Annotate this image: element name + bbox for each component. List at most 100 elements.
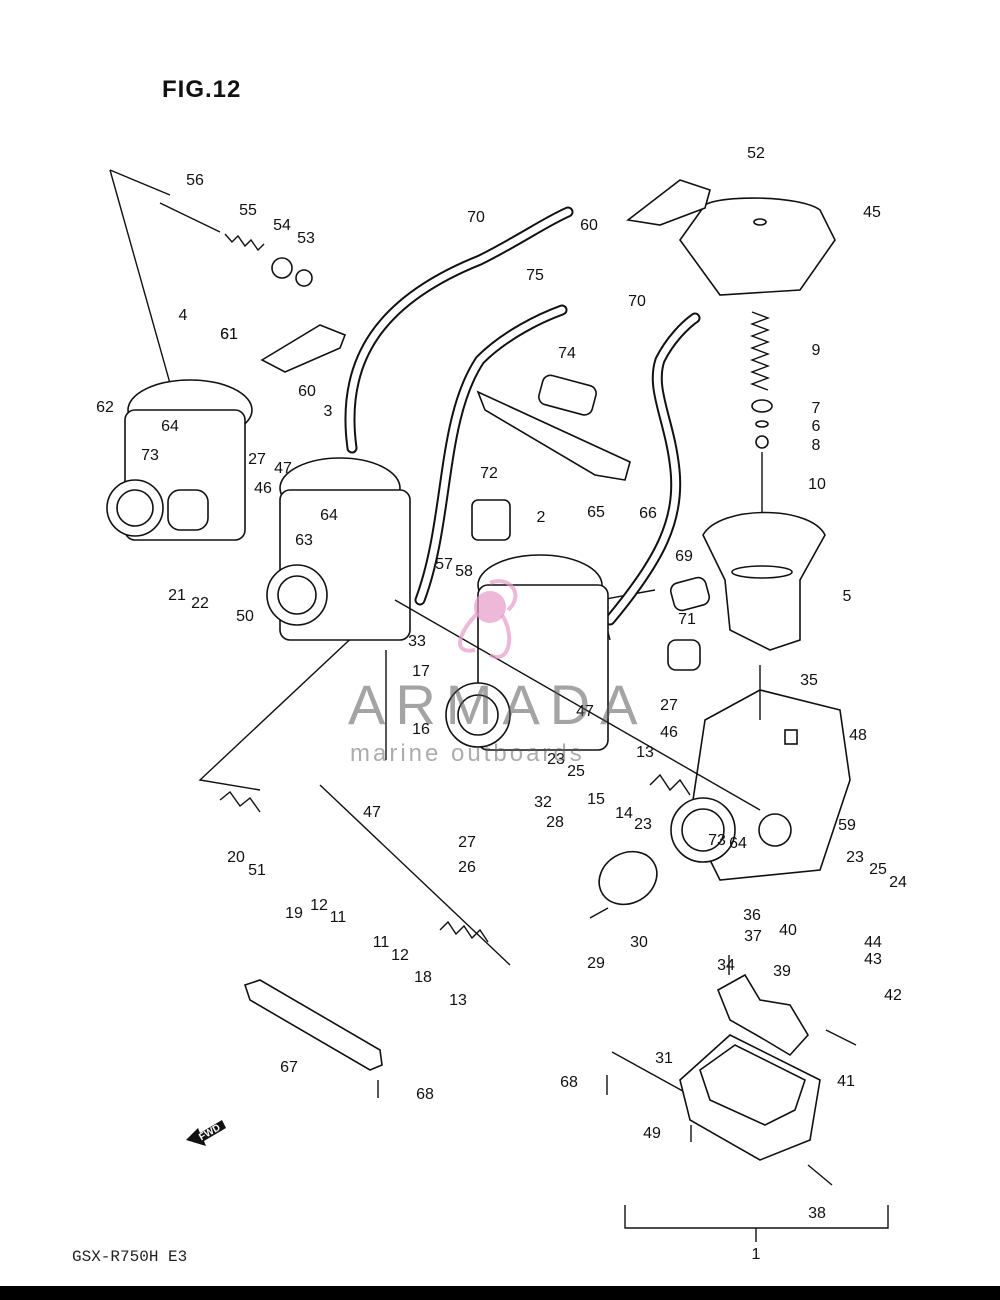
carburetor-2: [445, 554, 609, 751]
callout-label: 46: [254, 480, 272, 497]
bottom-band: [0, 1286, 1000, 1300]
callout-label: 51: [248, 862, 266, 879]
callout-label: 73: [708, 832, 726, 849]
callout-label: 7: [812, 400, 821, 417]
fwd-arrow: FWD: [186, 1120, 226, 1146]
callout-label: 1: [752, 1246, 761, 1263]
linkage-brackets: [243, 390, 631, 1071]
callout-label: 55: [239, 202, 257, 219]
callout-label: 12: [391, 947, 409, 964]
callout-label: 66: [639, 505, 657, 522]
watermark-tagline: marine outboards: [350, 740, 585, 767]
callout-label: 49: [643, 1125, 661, 1142]
callout-label: 73: [141, 447, 159, 464]
callout-label: 60: [580, 217, 598, 234]
callout-label: 9: [812, 342, 821, 359]
callout-label: 36: [743, 907, 761, 924]
callout-label: 58: [455, 563, 473, 580]
callout-label: 64: [320, 507, 338, 524]
callout-label: 50: [236, 608, 254, 625]
callout-label: 23: [846, 849, 864, 866]
callout-label: 4: [179, 307, 188, 324]
callout-label: 52: [747, 145, 765, 162]
callout-label: 10: [808, 476, 826, 493]
callout-label: 64: [161, 418, 179, 435]
callout-label: 43: [864, 951, 882, 968]
gasket-plate-60: [260, 179, 711, 373]
callout-label: 11: [330, 909, 347, 926]
callout-label: 75: [526, 267, 544, 284]
callout-label: 70: [467, 209, 485, 226]
callout-label: 28: [546, 814, 564, 831]
callout-label: 3: [324, 403, 333, 420]
watermark-logo-icon: [458, 579, 518, 659]
callout-label: 69: [675, 548, 693, 565]
callout-label: 71: [678, 611, 696, 628]
callout-label: 39: [773, 963, 791, 980]
callout-label: 60: [298, 383, 316, 400]
float-bowl-31: [679, 1034, 821, 1161]
callout-label: 20: [227, 849, 245, 866]
callout-label: 74: [558, 345, 576, 362]
small-parts: [159, 202, 798, 745]
callout-label: 70: [628, 293, 646, 310]
callout-label: 33: [408, 633, 426, 650]
callout-label: 12: [310, 897, 328, 914]
callout-label: 68: [560, 1074, 578, 1091]
callout-label: 44: [864, 934, 882, 951]
model-code: GSX-R750H E3: [72, 1248, 188, 1266]
carburetor-1-body: [670, 689, 851, 881]
callout-label: 15: [587, 791, 605, 808]
callout-label: 26: [458, 859, 476, 876]
callout-label: 17: [412, 663, 430, 680]
callout-label: 64: [729, 835, 747, 852]
callout-label: 68: [416, 1086, 434, 1103]
plate-30: [589, 850, 658, 919]
carburetor-4: [106, 379, 253, 541]
springs-13-20: [219, 773, 691, 943]
callout-label: 54: [273, 217, 291, 234]
fwd-label: FWD: [197, 1122, 222, 1143]
callout-label: 53: [297, 230, 315, 247]
callout-label: 38: [808, 1205, 826, 1222]
callout-label: 67: [280, 1059, 298, 1076]
callout-label: 18: [414, 969, 432, 986]
carburetor-3: [266, 457, 411, 641]
callout-label: 6: [812, 418, 821, 435]
callout-label: 31: [655, 1050, 673, 1067]
spring-9: [750, 311, 770, 391]
callout-label: 27: [248, 451, 266, 468]
callout-label: 57: [435, 556, 453, 573]
callout-label: 72: [480, 465, 498, 482]
callout-label: 25: [567, 763, 585, 780]
float-39: [716, 973, 809, 1057]
callout-label: 23: [634, 816, 652, 833]
callout-label: 35: [800, 672, 818, 689]
callout-label: 24: [889, 874, 907, 891]
throttle-shaft: [394, 599, 761, 811]
callout-label: 21: [168, 587, 186, 604]
callout-label: 25: [869, 861, 887, 878]
callout-label: 16: [412, 721, 430, 738]
callout-label: 61: [220, 326, 238, 343]
figure-title: FIG.12: [162, 76, 242, 103]
callout-label: 34: [717, 957, 735, 974]
fuel-hoses: [344, 206, 701, 626]
callout-label: 27: [660, 697, 678, 714]
callout-label: 62: [96, 399, 114, 416]
callout-label: 40: [779, 922, 797, 939]
callout-label: 13: [636, 744, 654, 761]
callout-label: 59: [838, 817, 856, 834]
callout-label: 13: [449, 992, 467, 1009]
callout-label: 65: [587, 504, 605, 521]
screws: [377, 650, 857, 1186]
callout-label: 45: [863, 204, 881, 221]
callout-label: 41: [837, 1073, 855, 1090]
callout-label: 5: [843, 588, 852, 605]
top-cap-52: [679, 197, 836, 296]
callout-label: 11: [373, 934, 390, 951]
callout-label: 42: [884, 987, 902, 1004]
callout-label: 8: [812, 437, 821, 454]
